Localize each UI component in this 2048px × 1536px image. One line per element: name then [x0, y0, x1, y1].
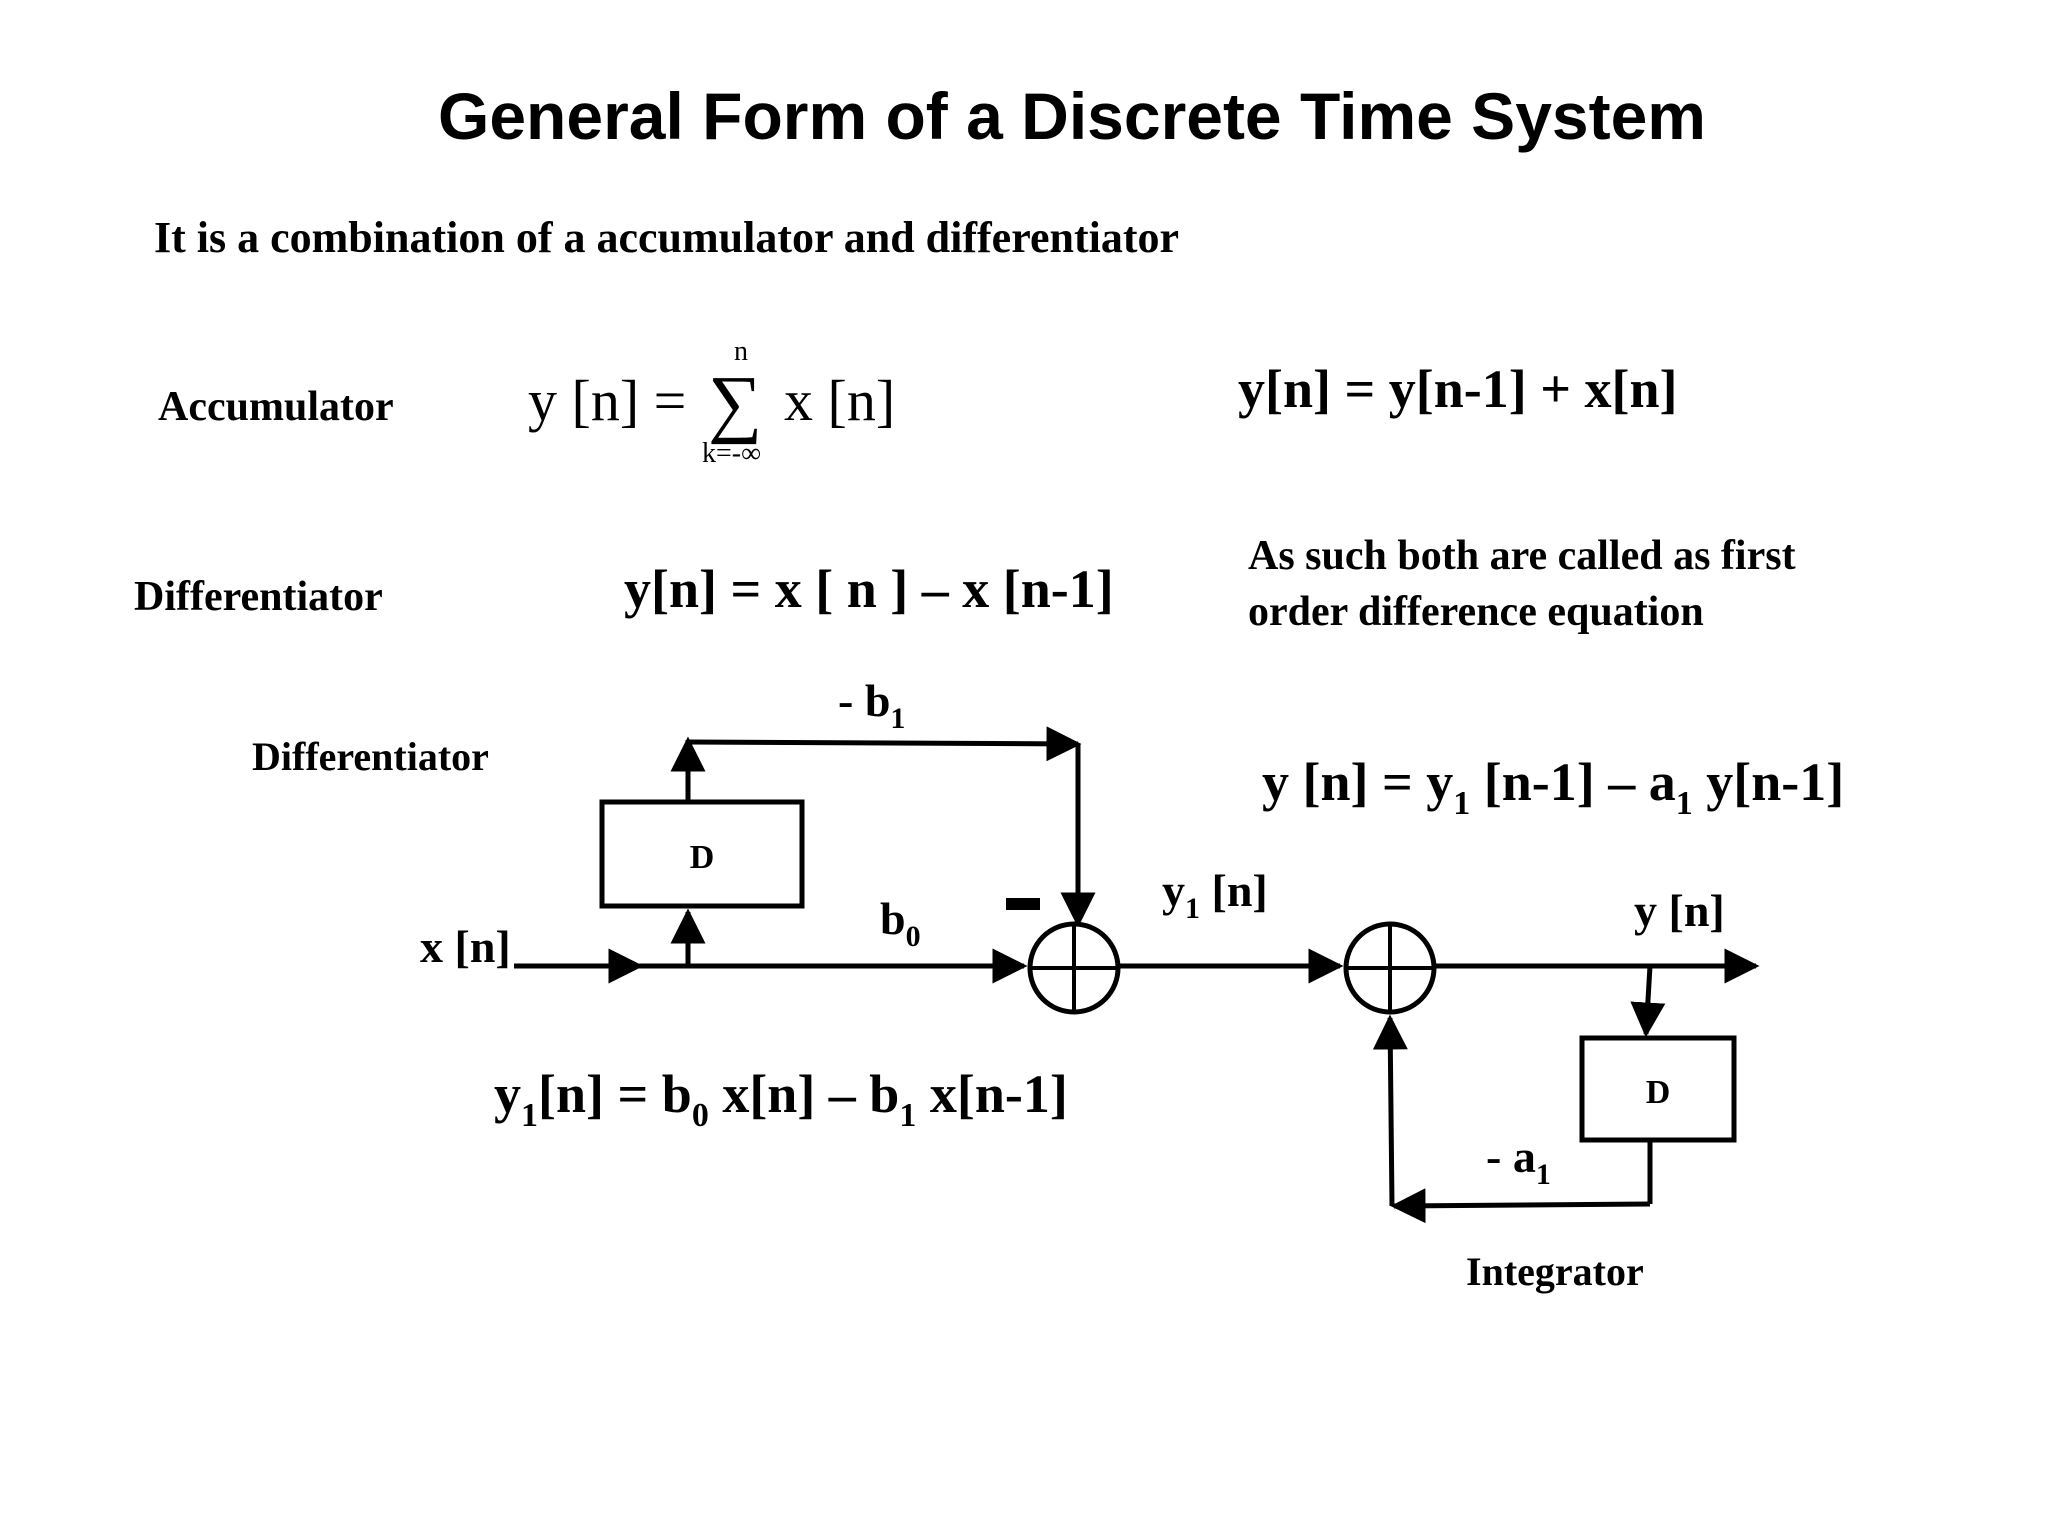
output-label: y [n]: [1634, 885, 1725, 936]
y-equation: y [n] = y1 [n-1] – a1 y[n-1]: [1262, 752, 1844, 822]
accumulator-label: Accumulator: [158, 384, 394, 430]
adder-2: [1343, 921, 1437, 1015]
accumulator-recursive-equation: y[n] = y[n-1] + x[n]: [1238, 359, 1678, 419]
delay-block-1-label: D: [690, 839, 715, 876]
differentiator-equation: y[n] = x [ n ] – x [n-1]: [624, 559, 1114, 619]
subtitle: It is a combination of a accumulator and…: [154, 213, 1179, 262]
input-label: x [n]: [420, 921, 511, 972]
sum-symbol: ∑: [708, 361, 762, 445]
gain-a1-label: - a1: [1486, 1131, 1551, 1191]
diagram-integrator-label: Integrator: [1466, 1249, 1644, 1294]
accumulator-sum-formula: y [n] = ∑ n k=-∞ x [n]: [528, 336, 895, 469]
sum-lower-limit: k=-∞: [702, 438, 761, 469]
note-line-1: As such both are called as first: [1248, 533, 1796, 579]
adder-1: [1027, 921, 1121, 1015]
gain-b0-label: b0: [880, 893, 921, 953]
sum-lhs: y [n] =: [528, 368, 686, 433]
note-line-2: order difference equation: [1248, 589, 1704, 635]
delay-block-2-label: D: [1646, 1074, 1671, 1111]
differentiator-label: Differentiator: [134, 574, 383, 620]
y1-equation: y1[n] = b0 x[n] – b1 x[n-1]: [494, 1064, 1068, 1134]
diagram-differentiator-label: Differentiator: [252, 734, 489, 779]
sum-upper-limit: n: [734, 336, 748, 367]
gain-b1-label: - b1: [838, 675, 905, 735]
page-title: General Form of a Discrete Time System: [438, 79, 1706, 153]
y1-signal-label: y1 [n]: [1162, 865, 1268, 925]
sum-rhs: x [n]: [784, 368, 895, 433]
delay-block-1: D: [599, 799, 805, 909]
delay-block-2: D: [1579, 1035, 1737, 1143]
minus-sign: [1006, 898, 1040, 910]
